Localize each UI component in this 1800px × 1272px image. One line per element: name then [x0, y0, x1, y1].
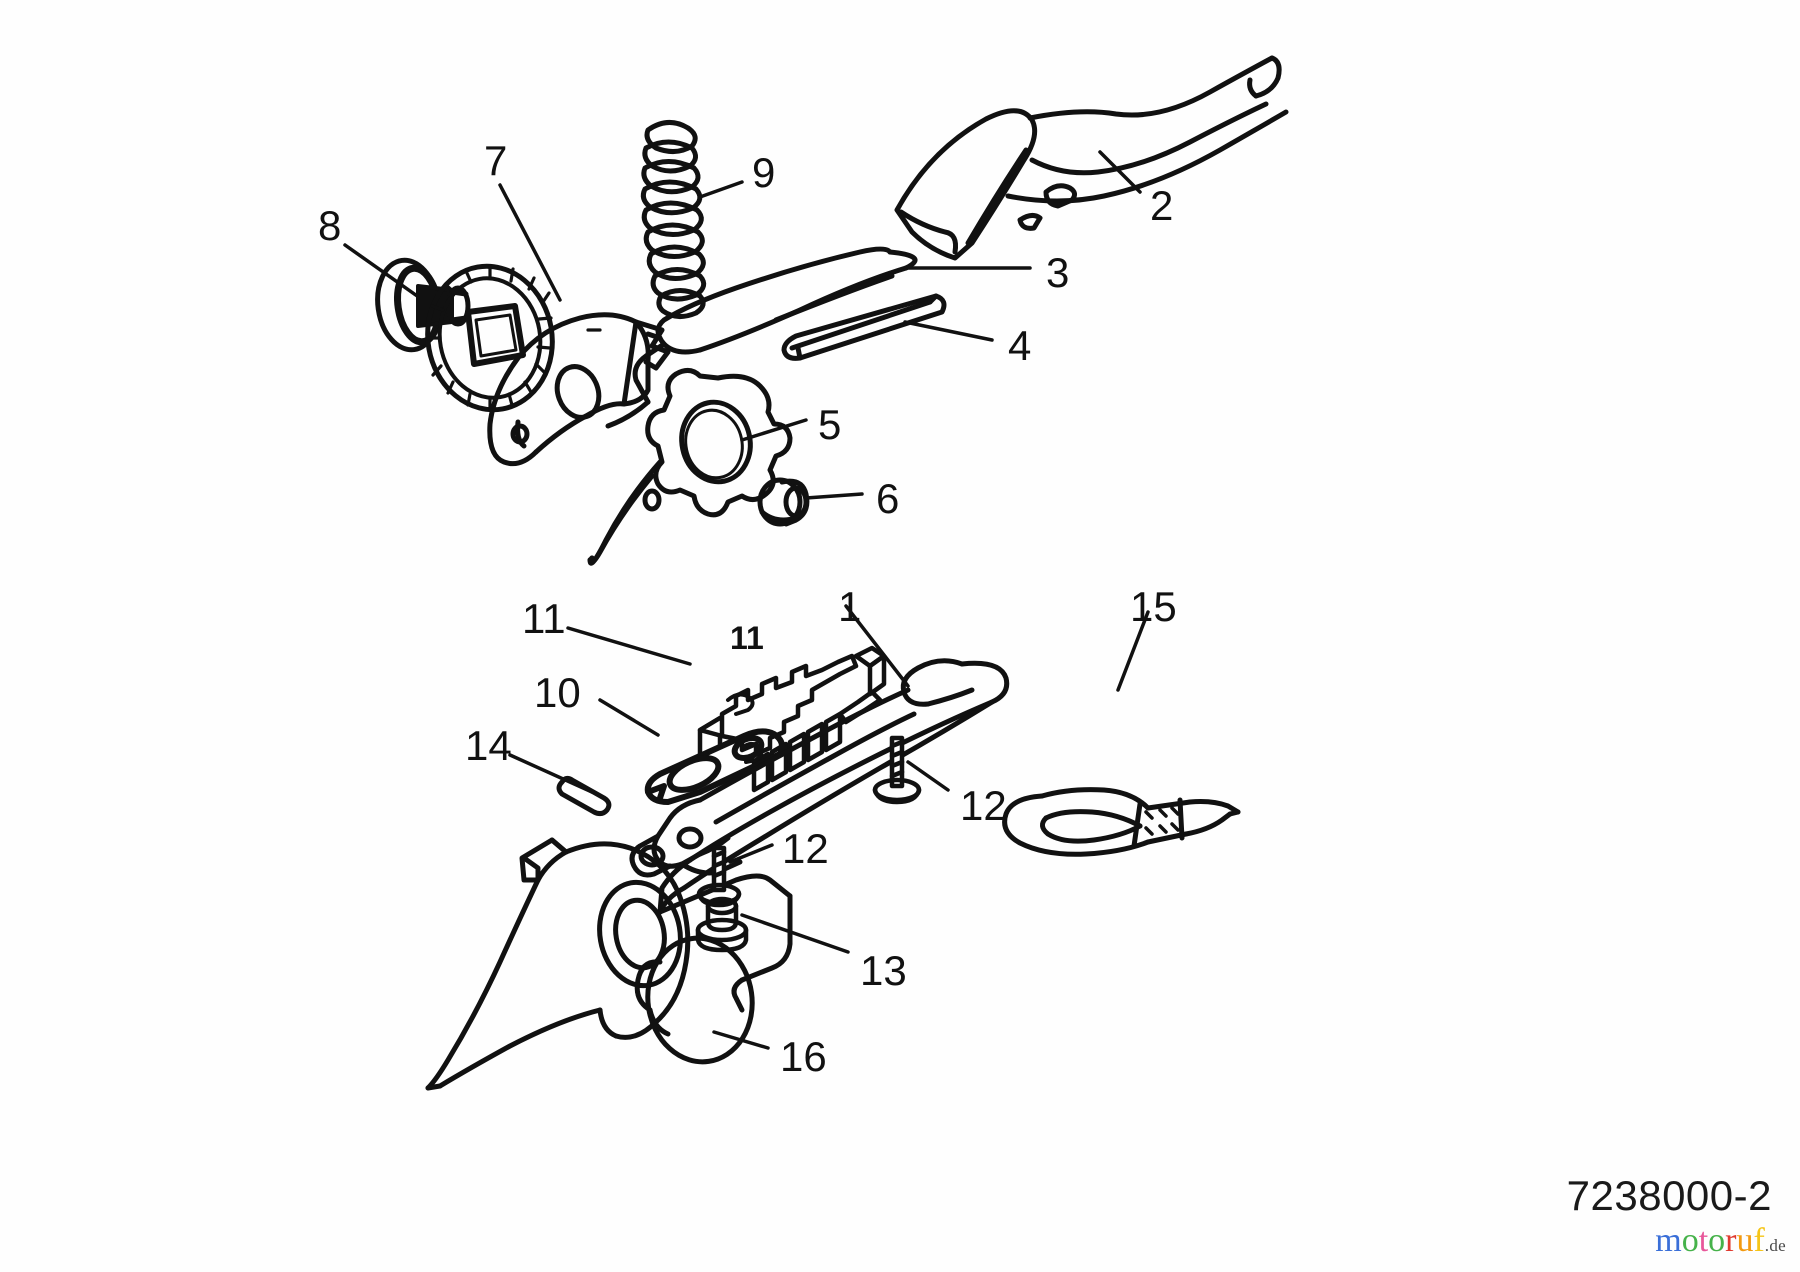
part-9-coil-spring: [640, 120, 707, 319]
leader-4: [903, 320, 994, 342]
leader-9: [698, 180, 744, 199]
wm-letter-u: u: [1736, 1222, 1754, 1259]
wm-letter-r: r: [1725, 1222, 1737, 1259]
strap-crimp-hatch: [1144, 806, 1180, 836]
part-12-screw-lower: [696, 845, 742, 908]
callout-12: 12: [960, 782, 1007, 829]
part-16-end-cap-disc: [634, 935, 755, 1065]
part-10-link-plate: [644, 728, 785, 805]
callout-4: 4: [1008, 322, 1032, 369]
disc-serrations: [426, 264, 602, 412]
leader-7: [498, 183, 562, 302]
drawing-lines: [343, 55, 1289, 1091]
callout-3: 3: [1046, 249, 1070, 296]
leader-12: [906, 760, 950, 792]
part-15-lanyard-strap: [1002, 787, 1241, 857]
callout-13: 13: [860, 947, 907, 994]
wm-letter-o2: o: [1708, 1222, 1726, 1259]
callout-7: 7: [484, 137, 508, 184]
leader-12b: [728, 843, 774, 864]
leader-1: [844, 604, 910, 688]
part-3-handle-body: [605, 246, 918, 429]
motoruf-watermark: motoruf.de: [1655, 1224, 1786, 1258]
callout-15: 15: [1130, 583, 1177, 630]
wm-letter-m: m: [1655, 1222, 1682, 1259]
leader-13: [740, 913, 850, 954]
callout-8: 8: [318, 202, 342, 249]
leader-10: [598, 698, 660, 737]
callout-1: 1: [838, 583, 862, 630]
part-2-upper-handle: [894, 55, 1289, 261]
upper-cutting-blade: [487, 312, 671, 467]
callout-10: 10: [534, 669, 581, 716]
leader-6: [804, 492, 864, 500]
callout-11-inline: 11: [730, 620, 764, 656]
callout-12-lower: 12: [782, 825, 829, 872]
callout-5: 5: [818, 401, 842, 448]
part-number: 7238000-2: [1566, 1172, 1772, 1219]
wm-letter-f: f: [1753, 1222, 1765, 1259]
part-4-grip-insert: [781, 293, 947, 361]
leader-5: [740, 418, 808, 442]
callout-16: 16: [780, 1033, 827, 1080]
callout-14: 14: [465, 722, 512, 769]
wm-letter-t: t: [1698, 1222, 1709, 1259]
part-13-nut: [695, 896, 749, 953]
leader-15: [1116, 610, 1150, 692]
callout-11: 11: [522, 595, 566, 642]
callout-6: 6: [876, 475, 900, 522]
part-12-screw-upper: [872, 735, 922, 805]
part-5-anvil-blade: [587, 368, 793, 566]
wm-letter-o1: o: [1681, 1222, 1699, 1259]
wm-suffix: .de: [1764, 1236, 1786, 1255]
callout-9: 9: [752, 149, 776, 196]
leader-2: [1098, 150, 1142, 194]
part-6-bushing: [757, 477, 810, 527]
leader-lines-upper: [343, 150, 1142, 500]
part-14-pin: [556, 775, 612, 817]
callout-2: 2: [1150, 182, 1174, 229]
leader-11: [566, 626, 692, 666]
